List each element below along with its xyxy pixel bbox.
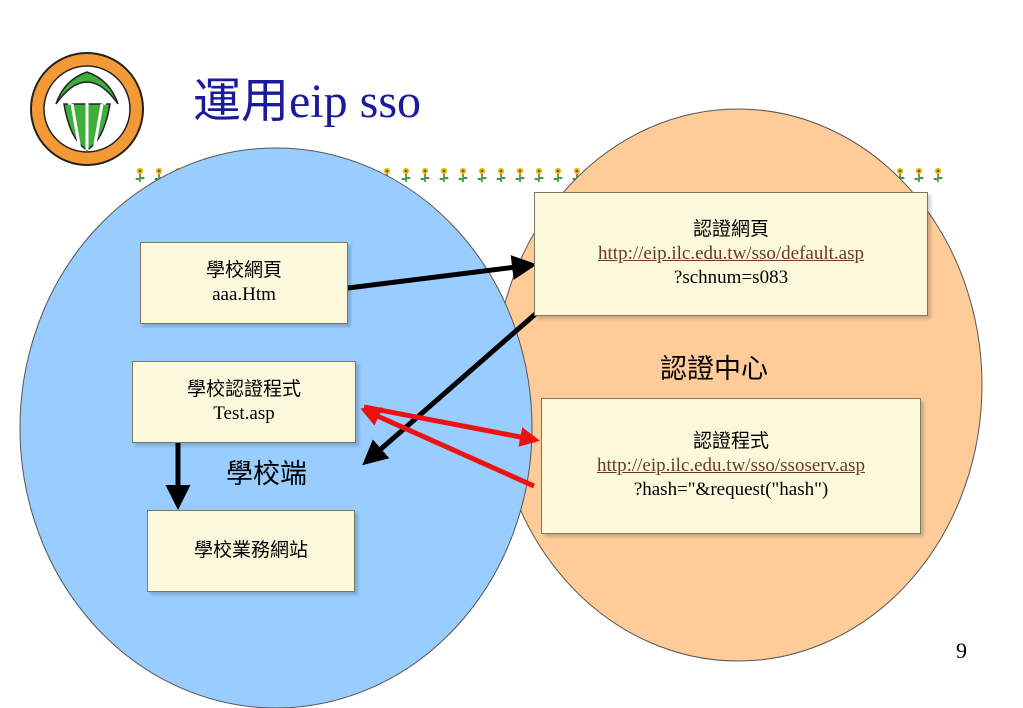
flower-icon (420, 167, 430, 182)
box-school-auth: 學校認證程式 Test.asp (132, 361, 356, 443)
box-auth-page-line1: 認證網頁 (692, 218, 769, 240)
auth-page-link[interactable]: http://eip.ilc.edu.tw/sso/default.asp (598, 242, 864, 264)
logo-icon (30, 52, 144, 166)
page-number: 9 (956, 638, 967, 663)
box-auth-prog-line1: 認證程式 (692, 430, 769, 452)
school-side-label: 學校端 (226, 459, 307, 489)
box-school-page-line2: aaa.Htm (212, 284, 276, 305)
flower-icon (496, 167, 506, 182)
slide-title: 運用eip sso (193, 75, 422, 128)
flower-icon (135, 167, 145, 182)
box-school-page: 學校網頁 aaa.Htm (140, 242, 348, 324)
box-school-page-line1: 學校網頁 (205, 259, 282, 281)
flower-icon (401, 167, 411, 182)
flower-icon (439, 167, 449, 182)
flower-icon (553, 167, 563, 182)
flower-icon (914, 167, 924, 182)
box-auth-prog: 認證程式 http://eip.ilc.edu.tw/sso/ssoserv.a… (541, 398, 921, 534)
box-school-site: 學校業務網站 (147, 510, 355, 592)
flower-icon (515, 167, 525, 182)
arrow-auth-page-to-school-auth (362, 308, 542, 466)
arrow-school-auth-to-auth-prog (363, 404, 540, 447)
box-auth-page-line3: ?schnum=s083 (673, 267, 789, 289)
box-school-auth-line1: 學校認證程式 (186, 378, 301, 400)
auth-center-label: 認證中心 (660, 354, 768, 384)
box-school-site-line1: 學校業務網站 (193, 539, 308, 561)
box-auth-prog-line3: ?hash="&request("hash") (633, 479, 829, 501)
box-auth-page: 認證網頁 http://eip.ilc.edu.tw/sso/default.a… (534, 192, 928, 316)
flower-icon (458, 167, 468, 182)
box-school-auth-line2: Test.asp (213, 403, 275, 424)
flower-icon (933, 167, 943, 182)
flower-icon (534, 167, 544, 182)
auth-prog-link[interactable]: http://eip.ilc.edu.tw/sso/ssoserv.asp (597, 454, 865, 476)
flower-icon (477, 167, 487, 182)
arrow-auth-prog-to-school-auth (360, 407, 536, 489)
arrow-school-page-to-auth-page (347, 255, 537, 291)
